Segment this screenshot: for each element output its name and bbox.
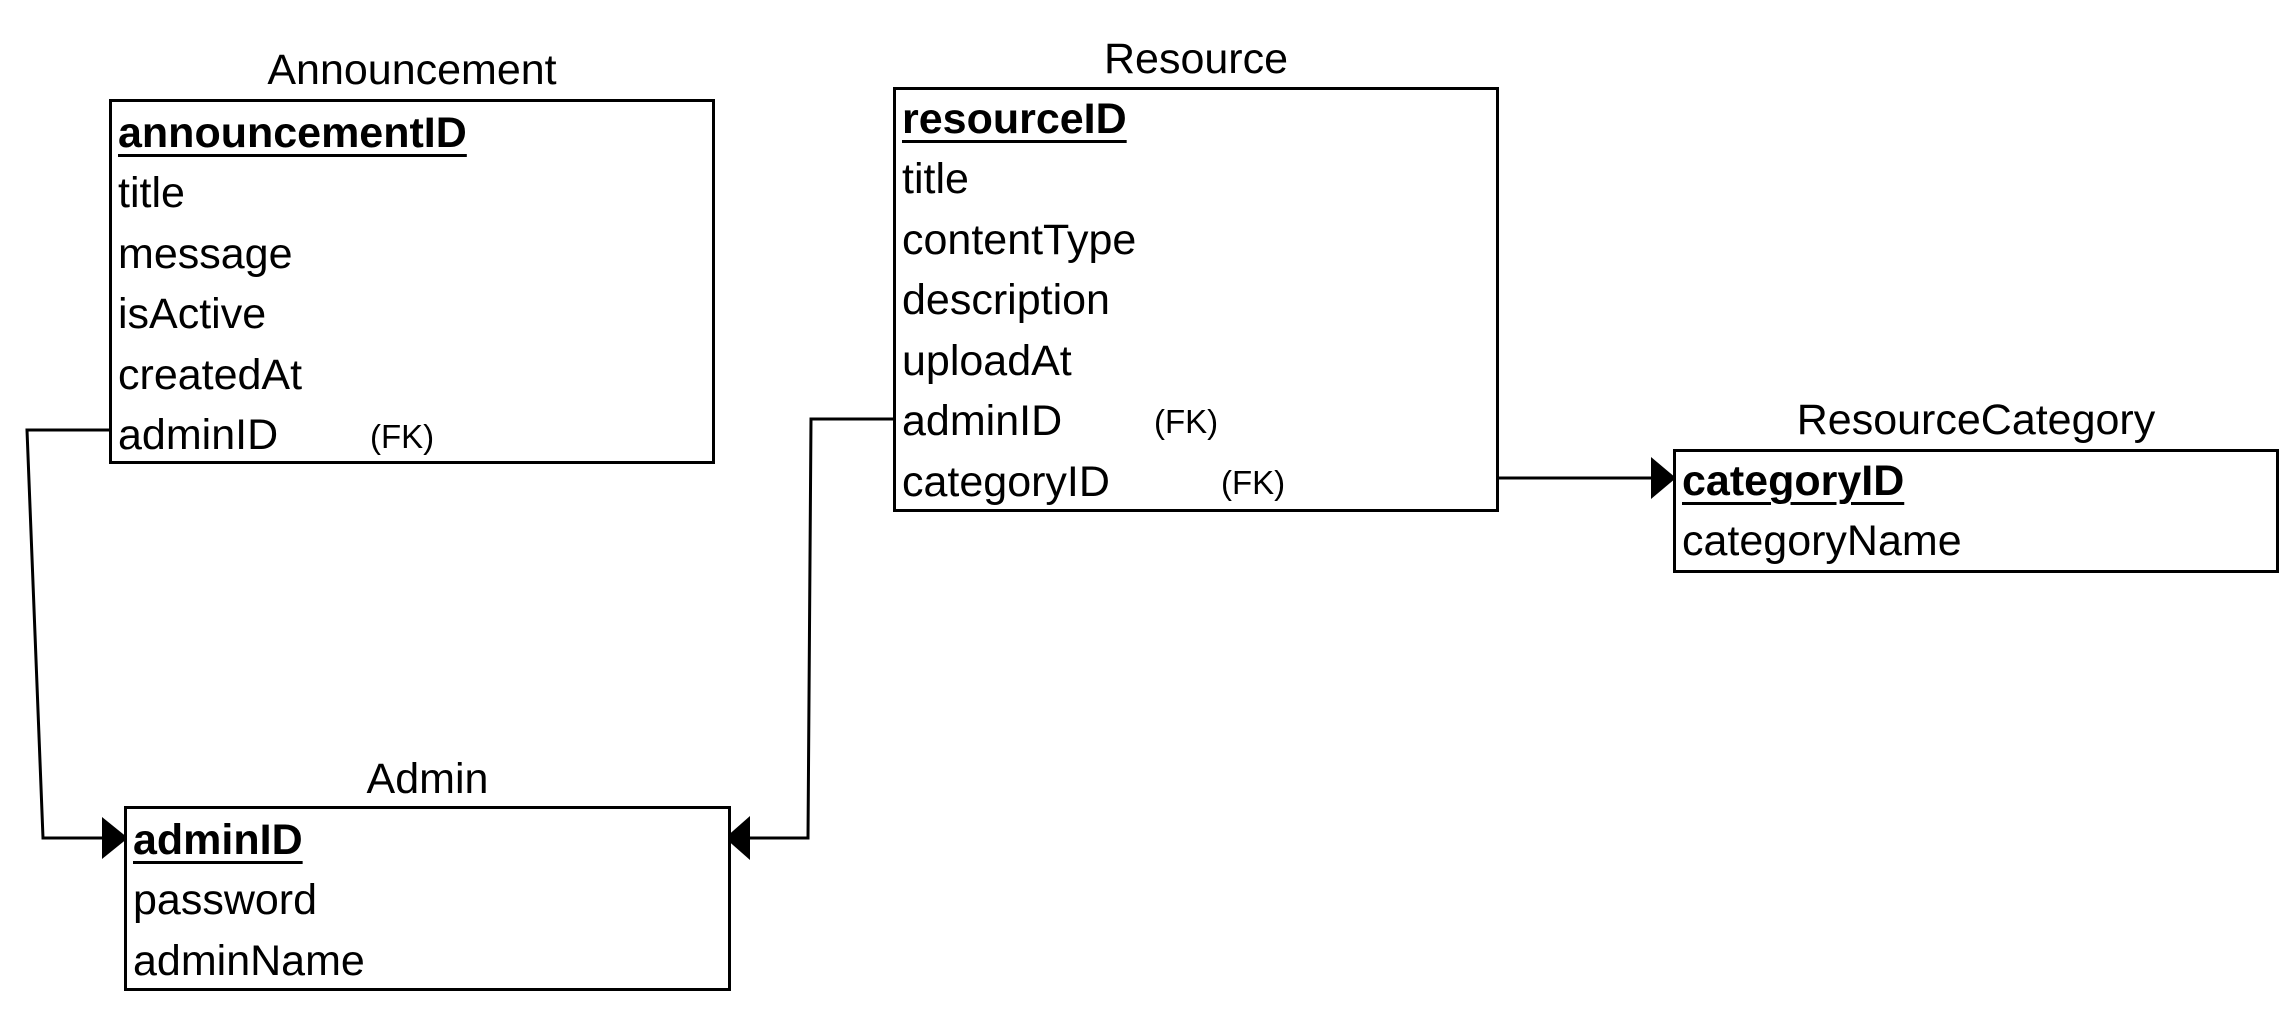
entity-title-resource: Resource [1103,35,1289,83]
attribute-primary-key: announcementID [118,109,467,157]
attribute: title [902,155,969,203]
attribute: password [133,876,318,924]
fk-marker: (FK) [370,418,435,455]
attribute-foreign-key: adminID [118,411,279,459]
connector-announcement-admin [25,428,109,840]
attribute: adminName [133,937,365,985]
entity-title-announcement: Announcement [267,46,557,94]
arrowhead-category [1651,457,1676,499]
attribute: title [118,169,185,217]
attribute: uploadAt [902,337,1072,385]
attribute-primary-key: adminID [133,816,303,864]
attribute: contentType [902,216,1137,264]
attribute: message [118,230,293,278]
entity-title-resource-category: ResourceCategory [1796,396,2156,444]
fk-marker: (FK) [1154,403,1219,440]
attribute: description [902,276,1110,324]
attribute: createdAt [118,351,303,399]
attribute-foreign-key: adminID [902,397,1063,445]
attribute: categoryName [1682,517,1962,565]
fk-marker: (FK) [1221,464,1286,501]
entity-box-admin: adminID password adminName [124,806,731,991]
connector-resource-admin [750,417,893,840]
entity-title-admin: Admin [366,755,489,803]
attribute: isActive [118,290,267,338]
attribute-primary-key: resourceID [902,95,1127,143]
arrowhead-admin-left [102,817,128,859]
attribute-primary-key: categoryID [1682,457,1905,505]
arrowhead-admin-right [725,816,750,860]
entity-box-resource-category: categoryID categoryName [1673,449,2279,573]
entity-box-resource: resourceID title contentType description… [893,87,1499,512]
entity-box-announcement: announcementID title message isActive cr… [109,99,715,464]
attribute-foreign-key: categoryID [902,458,1110,506]
